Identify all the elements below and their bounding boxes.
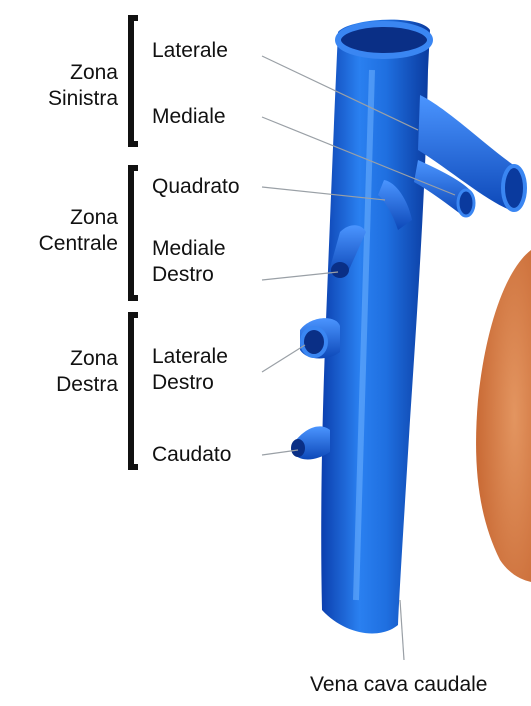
bracket-left-zone — [128, 15, 138, 147]
zone-label-right: Zona Destra — [8, 346, 118, 398]
leader-laterale-destro — [262, 345, 305, 372]
leader-mediale-destro — [262, 272, 338, 280]
zone-label-central: Zona Centrale — [8, 205, 118, 257]
bracket-right-zone — [128, 312, 138, 470]
branch-label-laterale-destro: Laterale Destro — [152, 344, 228, 396]
branch-label-mediale: Mediale — [152, 104, 226, 130]
zone-label-left: Zona Sinistra — [8, 60, 118, 112]
branch-label-caudato: Caudato — [152, 442, 231, 468]
caption-vena-cava-caudale: Vena cava caudale — [310, 672, 487, 698]
branch-label-laterale: Laterale — [152, 38, 228, 64]
trunk-opening — [338, 24, 430, 56]
leader-vena-cava — [400, 600, 404, 660]
bracket-central-zone — [128, 165, 138, 301]
branch-label-quadrato: Quadrato — [152, 174, 240, 200]
branch-label-mediale-destro: Mediale Destro — [152, 236, 226, 288]
organ-shape — [476, 250, 531, 582]
